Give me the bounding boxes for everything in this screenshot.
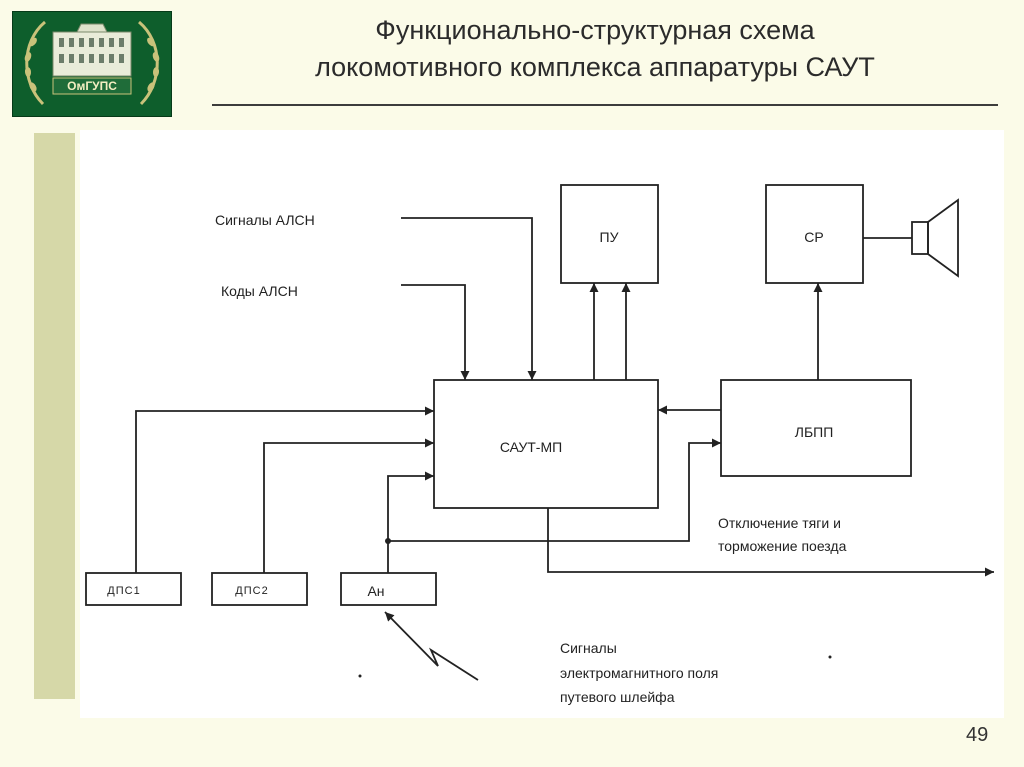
arrow-an-to-lbpp [388,438,721,542]
page-number: 49 [966,724,989,746]
logo-band [52,77,132,95]
label-field-line-1: Сигналы [560,640,617,656]
building-icon [52,23,132,77]
decorative-side-bar [34,133,75,699]
laurel-leaves-icon [24,37,160,92]
label-output-line-1: Отключение тяги и [718,515,841,531]
arrow-saut-output [547,508,994,577]
arrow-alsn-signals [401,217,537,380]
logo-emblem: ОмГУПС [24,20,160,106]
label-output-line-2: торможение поезда [718,538,847,554]
arrow-dps2-to-saut [263,438,434,573]
label-lbpp: ЛБПП [795,424,834,440]
label-field-line-2: электромагнитного поля [560,665,718,681]
block-dps1 [85,572,182,606]
arrow-dps1-to-saut [135,406,434,573]
label-dps1: ДПС1 [107,585,140,597]
field-signal-arrow-icon [384,611,479,681]
title-line-1: Функционально-структурная схема [375,15,815,45]
title-line-2: локомотивного комплекса аппаратуры САУТ [315,52,875,82]
label-field-line-3: путевого шлейфа [560,689,675,705]
block-dps2 [211,572,308,606]
junction-dot [385,538,391,544]
label-dps2: ДПС2 [235,585,268,597]
label-alsn-codes: Коды АЛСН [221,283,298,299]
stray-dot [828,655,832,659]
title-underline [212,104,998,106]
label-alsn-signals: Сигналы АЛСН [215,212,315,228]
block-saut-mp [433,379,659,509]
laurel-wreath-icon [25,20,159,106]
structure-diagram: Сигналы АЛСН Коды АЛСН ПУ СР САУТ-МП ЛБП… [85,184,994,705]
stray-dot [358,674,362,678]
university-logo: ОмГУПС [12,11,172,117]
label-an: Ан [367,583,384,599]
speaker-icon [863,198,959,278]
label-sr: СР [804,229,823,245]
label-pu: ПУ [600,229,619,245]
block-pu [560,184,659,284]
arrow-an-to-saut [387,471,434,573]
label-saut-mp: САУТ-МП [500,439,562,455]
slide-title: Функционально-структурная схема локомоти… [190,12,1000,86]
block-lbpp [720,379,912,477]
diagram-panel: Сигналы АЛСН Коды АЛСН ПУ СР САУТ-МП ЛБП… [80,130,1004,718]
arrow-alsn-codes [401,284,470,380]
block-an [340,572,437,606]
logo-text: ОмГУПС [67,79,117,93]
